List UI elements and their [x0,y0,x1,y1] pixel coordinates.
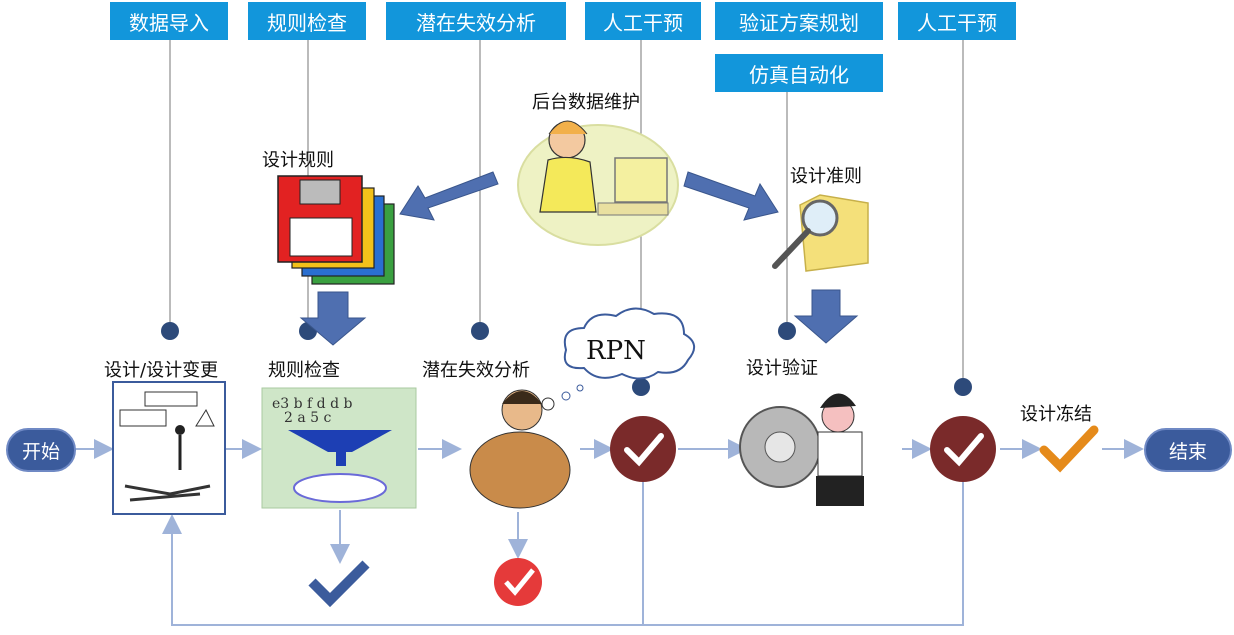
sub-box-simulation: 仿真自动化 [715,54,883,92]
thinking-man-illustration [469,384,584,509]
label-step-rule-check: 规则检查 [268,360,340,381]
top-box-data-import: 数据导入 [110,2,228,40]
resource-arrows [299,171,859,346]
red-check-icon [494,558,542,606]
top-box-failure-analysis: 潜在失效分析 [386,2,566,40]
orange-check-icon [1039,425,1099,473]
label-step-failure-analysis: 潜在失效分析 [422,360,530,381]
label-step-design-freeze: 设计冻结 [1020,404,1092,425]
label-rpn: RPN [586,336,646,366]
rule-check-illustration: e3 b f d d b 2 a 5 c [261,387,417,509]
check-circle-icon-2 [930,416,996,482]
label-step-verification: 设计验证 [746,358,818,379]
flow-arrows [72,439,1144,564]
feedback-loop [162,482,964,626]
top-box-verification-plan: 验证方案规划 [715,2,883,40]
label-backend: 后台数据维护 [532,92,640,113]
top-box-manual-1: 人工干预 [585,2,701,40]
svg-text:e3 b f d d b: e3 b f d d b [272,396,353,412]
label-step-design-change: 设计/设计变更 [104,360,219,381]
end-node: 结束 [1144,428,1232,472]
backend-illustration [517,120,679,246]
label-design-rules: 设计规则 [262,150,334,171]
start-node: 开始 [6,428,76,472]
floppy-disks-icon [277,175,395,285]
svg-text:2 a 5 c: 2 a 5 c [284,410,332,426]
label-design-guidelines: 设计准则 [790,166,862,187]
folder-magnifier-icon [772,194,869,272]
blue-check-icon [308,560,370,608]
verification-illustration [739,393,864,506]
check-circle-icon [610,416,676,482]
design-change-illustration [112,381,226,515]
top-box-manual-2: 人工干预 [898,2,1016,40]
top-box-rule-check: 规则检查 [248,2,366,40]
rpn-cloud [563,307,695,380]
